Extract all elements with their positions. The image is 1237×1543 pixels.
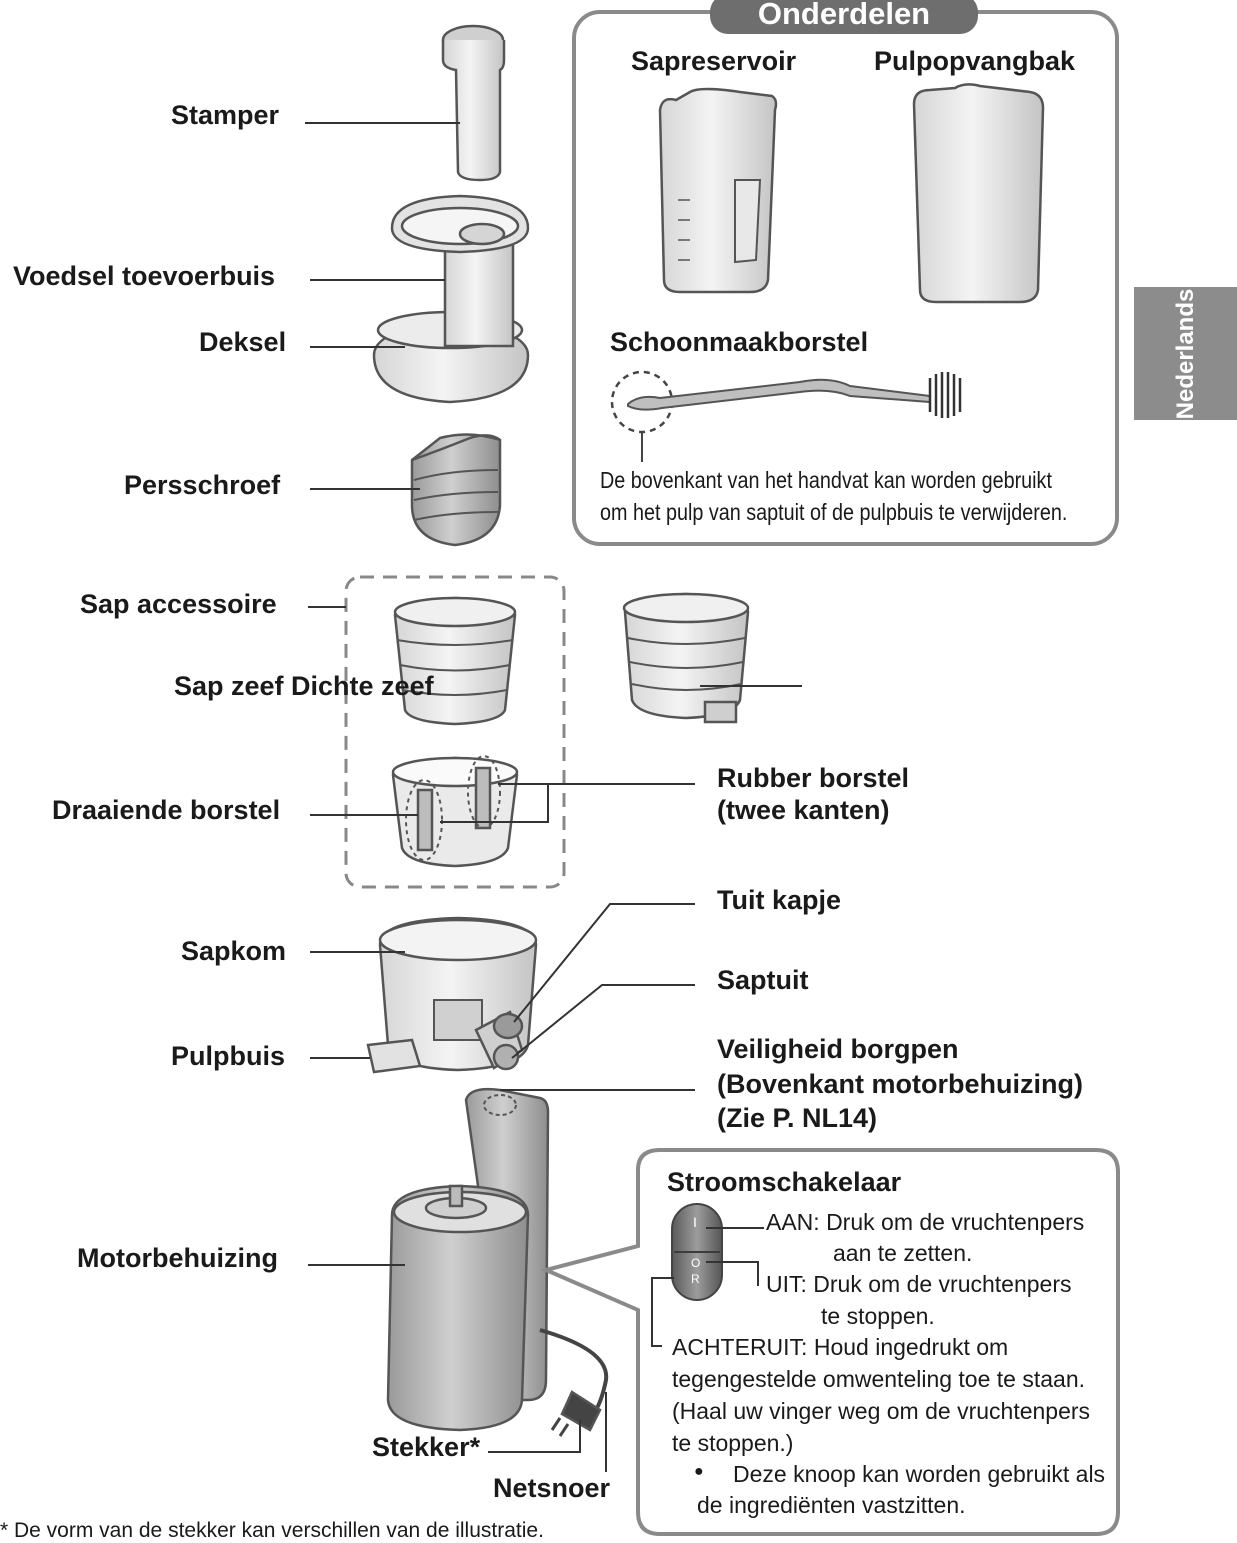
screw-label: Persschroef [124,470,281,500]
switch-box [539,1148,1120,1536]
pulp-container-label: Pulpopvangbak [874,46,1076,76]
juice-jug-illustration [658,87,778,294]
cleaning-brush-label: Schoonmaakborstel [610,327,869,357]
switch-off-line-2: te stoppen. [821,1303,935,1329]
stamper-illustration [441,24,506,182]
safety-pin-label-line-3: (Zie P. NL14) [717,1103,878,1133]
pulp-container-illustration [912,83,1045,304]
cleaning-brush-illustration [610,370,962,462]
juice-jug-label: Sapreservoir [631,46,797,76]
switch-reverse-line-4: te stoppen.) [672,1430,794,1456]
switch-note-bullet: ● [694,1463,704,1480]
safety-pin-label-line-1: Veiligheid borgpen [717,1034,959,1064]
language-tab[interactable]: Nederlands [1134,287,1237,420]
juice-spout-label: Saptuit [717,965,809,995]
lid-label: Deksel [199,327,287,357]
rubber-brush-label-line-2: (twee kanten) [717,795,890,825]
plug-label: Stekker* [372,1432,481,1462]
juice-accessory-group-frame [344,575,566,889]
spout-cap-label: Tuit kapje [717,885,842,915]
switch-note-line-1: Deze knoop kan worden gebruikt als [733,1461,1106,1487]
switch-box-title: Stroomschakelaar [667,1167,902,1197]
parts-box-title: Onderdelen [757,0,931,31]
language-tab-label: Nederlands [1171,288,1199,419]
power-cord-label: Netsnoer [493,1473,611,1503]
safety-pin-label-line-2: (Bovenkant motorbehuizing) [717,1069,1083,1099]
juice-strainer-label: Sap zeef Dichte zeef [174,671,434,701]
switch-note-line-2: de ingrediënten vastzitten. [697,1492,966,1518]
pulp-tube-label: Pulpbuis [171,1041,285,1071]
stamper-label: Stamper [171,100,280,130]
rubber-brush-label-line-1: Rubber borstel [717,763,910,793]
lid-illustration [372,194,530,404]
switch-on-line-2: aan te zetten. [833,1240,973,1266]
brush-note-line-1: De bovenkant van het handvat kan worden … [600,467,1052,493]
button-off-mark: O [691,1256,701,1270]
button-reverse-mark: R [691,1272,700,1286]
footnote: * De vorm van de stekker kan verschillen… [0,1519,544,1542]
switch-reverse-line-1: ACHTERUIT: Houd ingedrukt om [672,1334,1009,1360]
feed-tube-label: Voedsel toevoerbuis [13,261,276,291]
brush-note-line-2: om het pulp van saptuit of de pulpbuis t… [600,499,1068,525]
button-on-mark: I [693,1214,697,1230]
switch-reverse-line-3: (Haal uw vinger weg om de vruchtenpers [672,1398,1091,1424]
fine-strainer-illustration [622,592,750,724]
juice-bowl-illustration [366,916,538,1074]
motor-housing-illustration [386,1087,609,1437]
switch-off-line-1: UIT: Druk om de vruchtenpers [766,1271,1072,1297]
screw-illustration [410,433,502,547]
rotating-brush-illustration [391,755,519,868]
motor-housing-label: Motorbehuizing [77,1243,278,1273]
juice-bowl-label: Sapkom [181,936,287,966]
switch-reverse-line-2: tegengestelde omwenteling toe te staan. [672,1366,1086,1392]
switch-on-line-1: AAN: Druk om de vruchtenpers [766,1209,1085,1235]
juice-accessory-label: Sap accessoire [80,589,277,619]
rotating-brush-label: Draaiende borstel [52,795,281,825]
juice-strainer-illustration [393,596,517,726]
